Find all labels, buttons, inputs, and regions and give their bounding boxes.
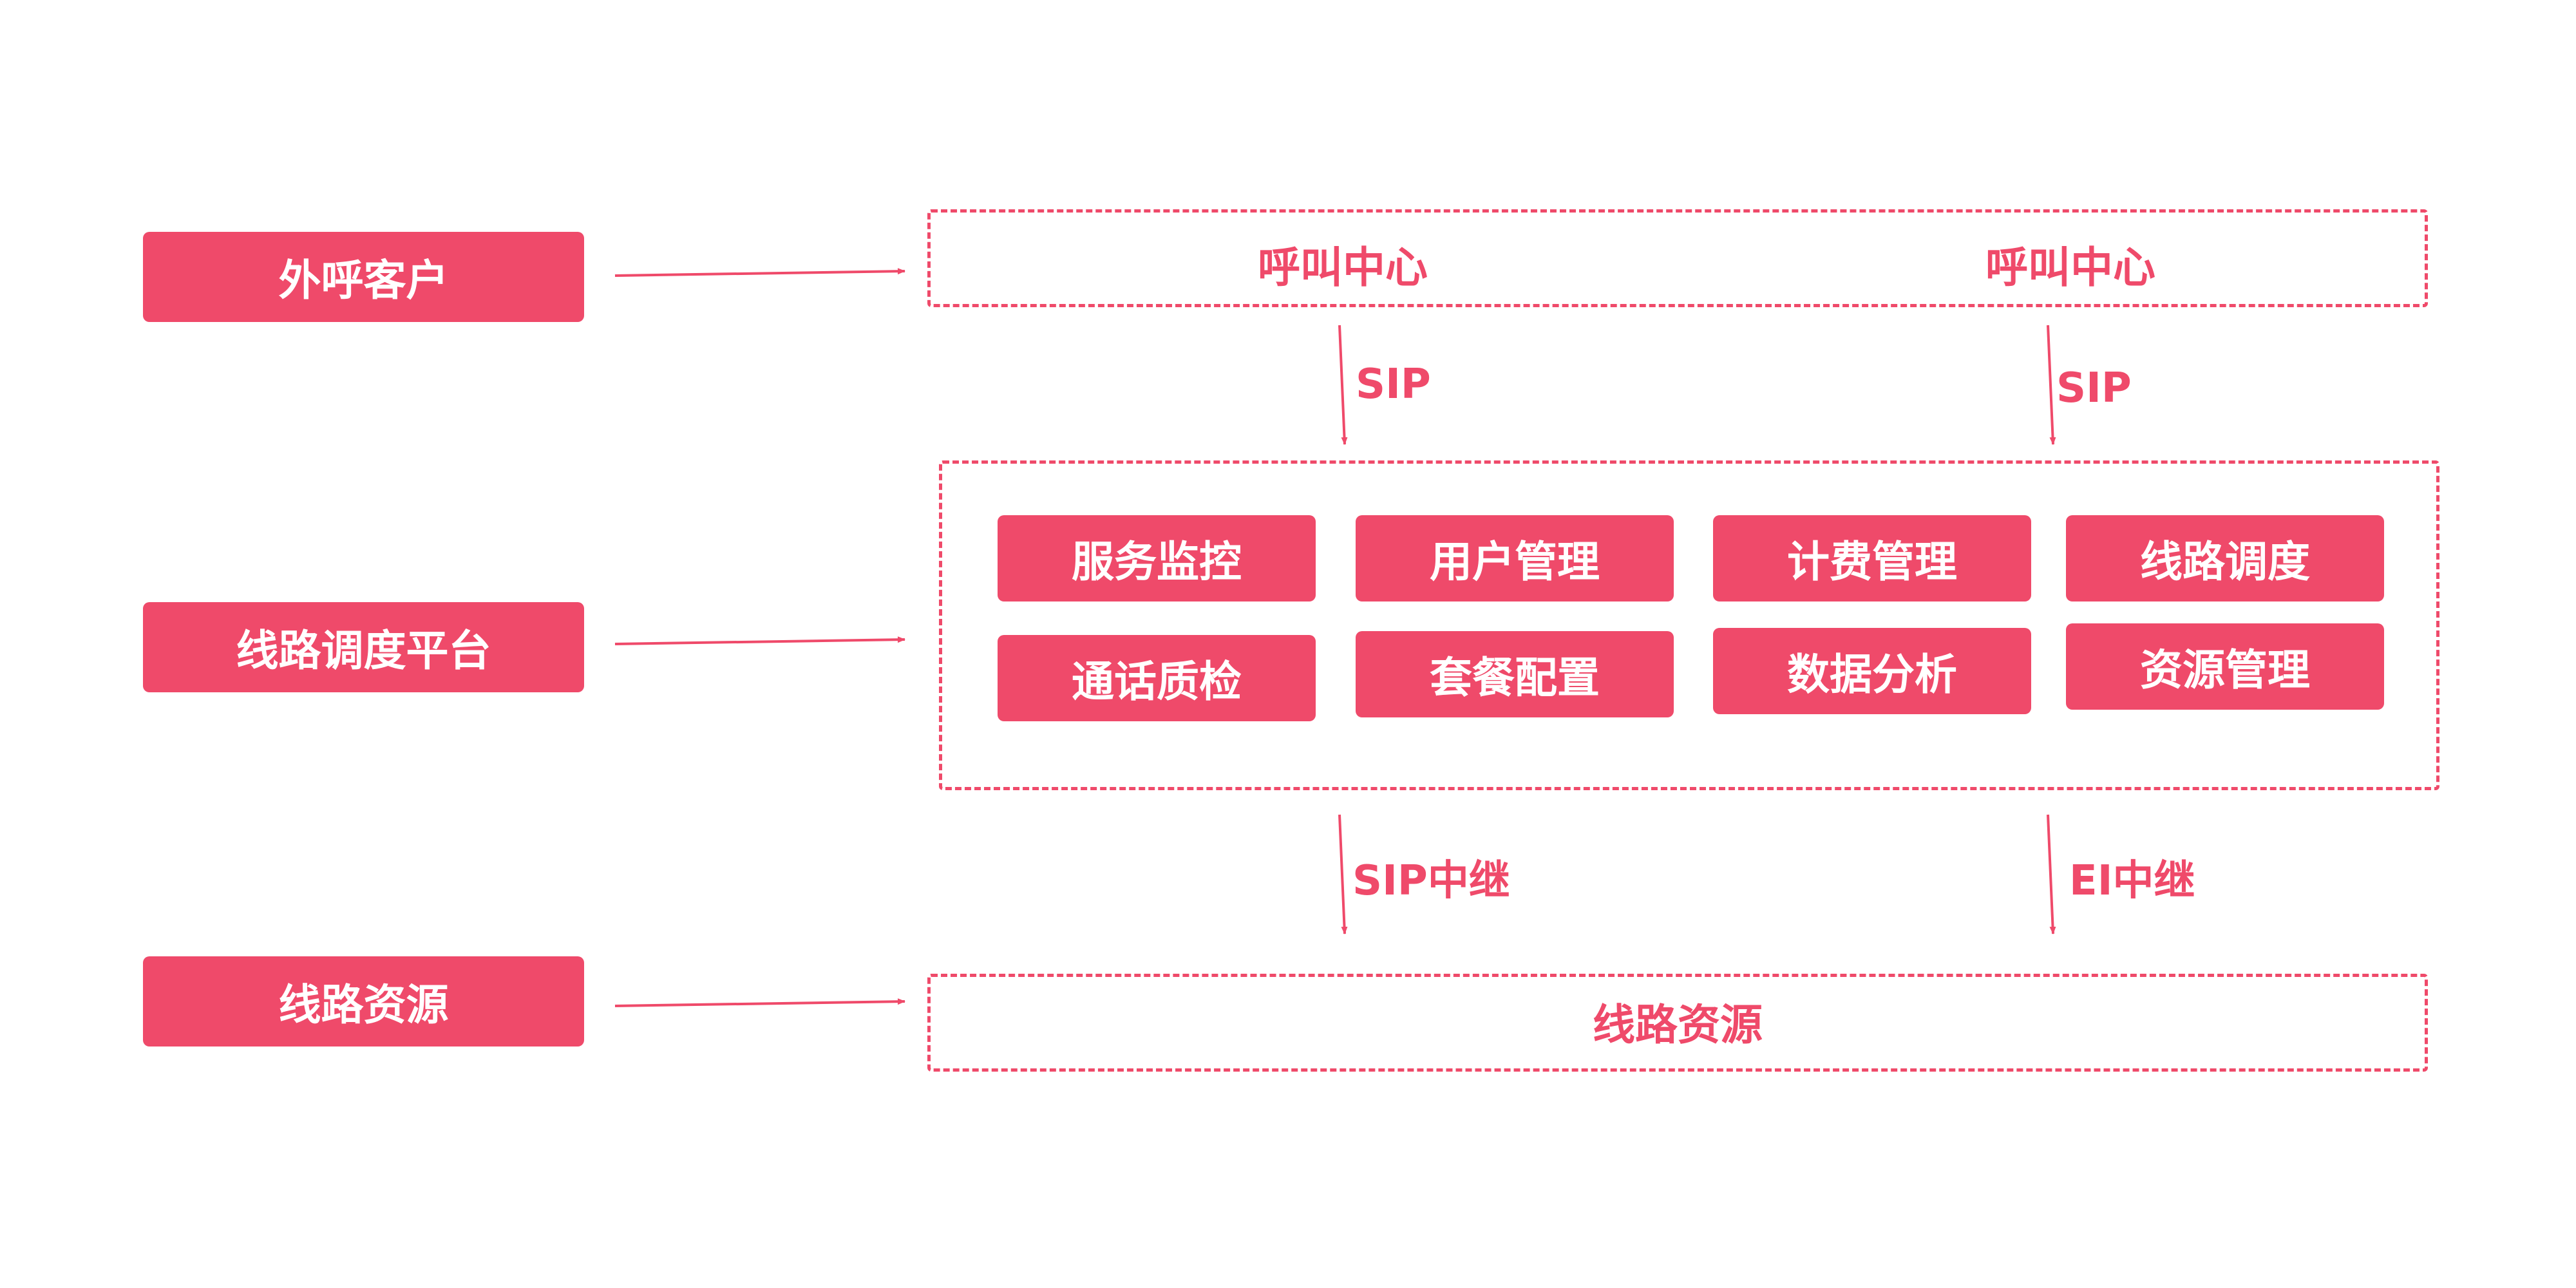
module-data-analysis: 数据分析 <box>1713 628 2031 714</box>
call-center-box <box>927 209 2428 307</box>
module-package-config: 套餐配置 <box>1356 631 1674 717</box>
module-billing-management: 计费管理 <box>1713 515 2031 601</box>
call-center-right-label: 呼叫中心 <box>1985 243 2155 292</box>
module-resource-management: 资源管理 <box>2066 623 2384 710</box>
sip-right-label: SIP <box>2056 365 2132 412</box>
module-user-management: 用户管理 <box>1356 515 1674 601</box>
call-center-left-label: 呼叫中心 <box>1258 243 1428 292</box>
sip-left-label: SIP <box>1356 361 1431 408</box>
resources-label: 线路资源 <box>143 956 584 1046</box>
platform-label: 线路调度平台 <box>143 602 584 692</box>
ei-trunk-label: EI中继 <box>2069 857 2195 905</box>
arrow-resources-to-line-resource <box>614 998 905 1007</box>
line-resource-label: 线路资源 <box>1593 1000 1763 1050</box>
arrow-ei-trunk <box>2047 814 2056 934</box>
arrow-callers-to-call-center <box>614 268 905 277</box>
line-resource-box <box>927 974 2428 1072</box>
module-service-monitor: 服务监控 <box>998 515 1316 601</box>
callers-label: 外呼客户 <box>143 232 584 322</box>
sip-trunk-label: SIP中继 <box>1352 857 1510 905</box>
arrow-sip-trunk <box>1338 814 1348 934</box>
arrow-platform-to-modules <box>614 636 905 645</box>
arrow-sip-right <box>2047 325 2056 445</box>
arrow-sip-left <box>1338 325 1348 445</box>
module-line-dispatch: 线路调度 <box>2066 515 2384 601</box>
platform-modules-box <box>939 460 2439 790</box>
module-call-quality: 通话质检 <box>998 635 1316 721</box>
